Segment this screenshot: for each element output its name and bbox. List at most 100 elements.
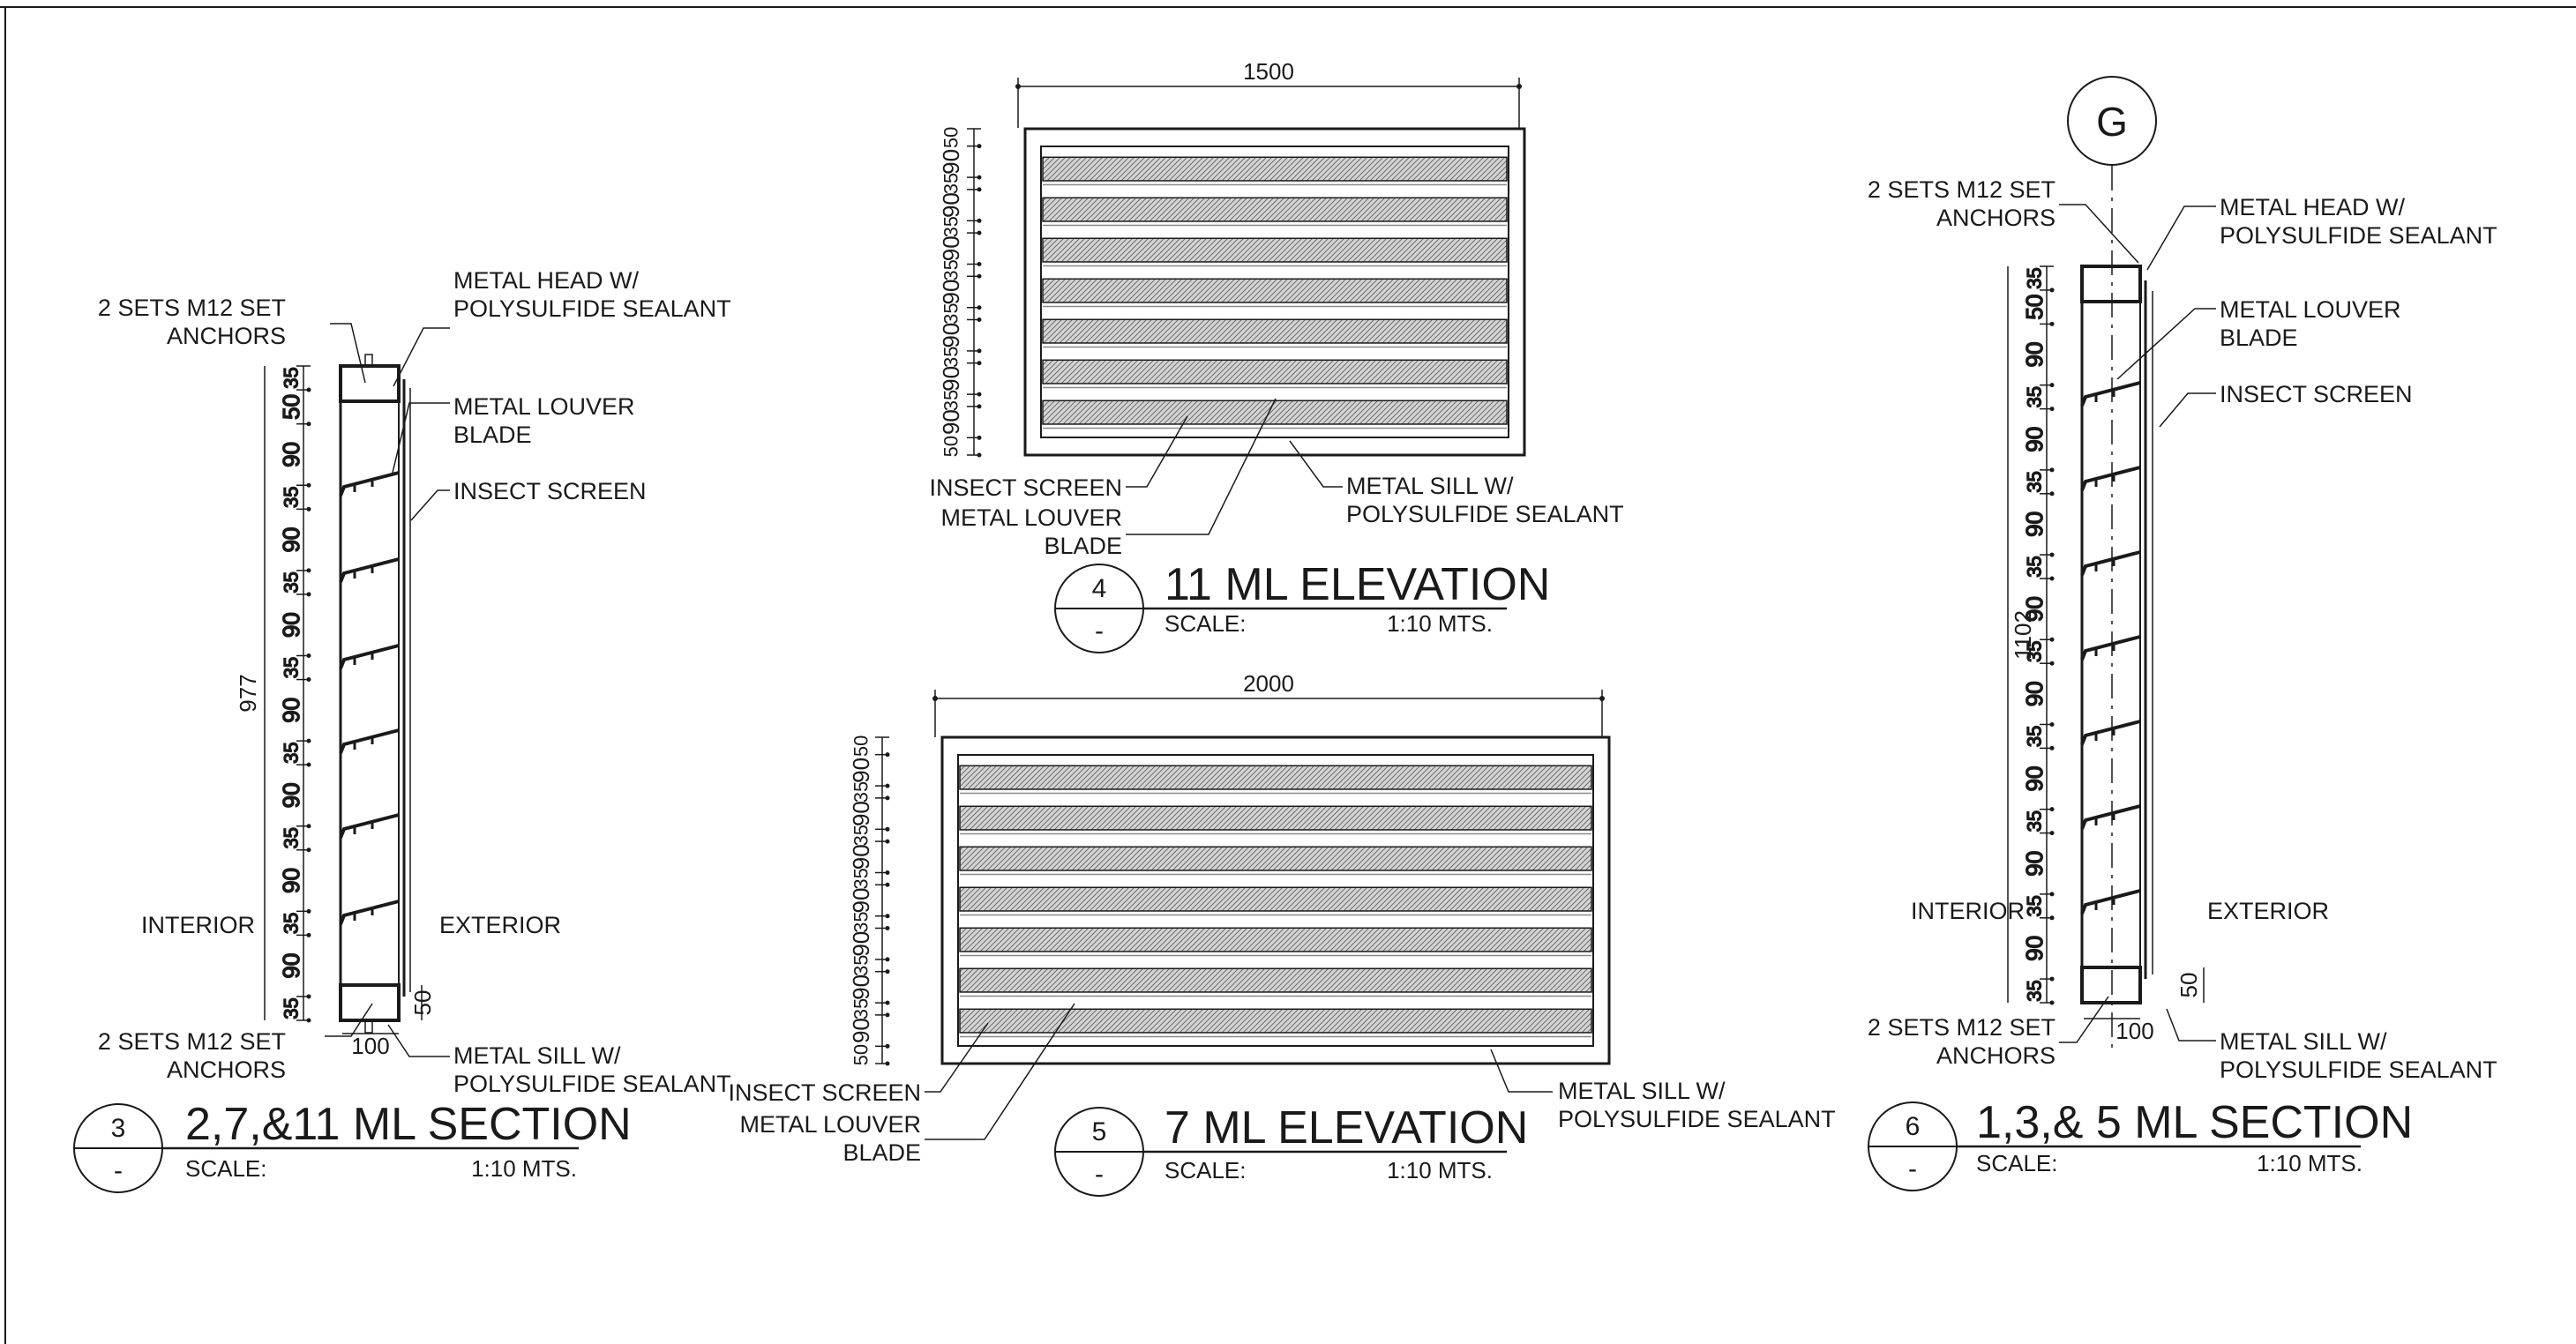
section-3-anchors-top-line2: ANCHORS — [167, 323, 286, 349]
elevation-4-number: 4 — [1092, 574, 1107, 603]
section-6-louver-line2: BLADE — [2220, 325, 2298, 351]
elevation-5-labels: INSECT SCREEN METAL LOUVER BLADE METAL S… — [728, 1078, 1835, 1166]
section-3-dim-5: 35 — [281, 571, 303, 593]
elevation-5-dim-14: 50 — [850, 1044, 872, 1065]
elevation-5-sill-line1: METAL SILL W/ — [1558, 1078, 1726, 1104]
section-3-labels: 2 SETS M12 SET ANCHORS METAL HEAD W/ POL… — [98, 267, 731, 1097]
section-6-dim-4: 90 — [2021, 427, 2048, 452]
elevation-4-width: 1500 — [1243, 58, 1294, 85]
grid-bubble-g — [2067, 76, 2157, 166]
elevation-4-dim-3: 90 — [938, 192, 964, 218]
section-3-dim-15: 35 — [281, 997, 303, 1019]
elevation-4-sill-line1: METAL SILL W/ — [1346, 473, 1514, 499]
elevation-4-dim-8: 35 — [940, 302, 962, 324]
section-3-sill-line1: METAL SILL W/ — [453, 1042, 621, 1069]
section-3-dim-12: 90 — [278, 868, 304, 893]
elevation-5-dim-3: 90 — [848, 801, 874, 826]
section-6-louver-line1: METAL LOUVER — [2220, 296, 2401, 323]
elevation-5-insect-screen: INSECT SCREEN — [728, 1079, 921, 1106]
section-6-dim-8: 90 — [2021, 596, 2048, 622]
elevation-5-scale-value: 1:10 MTS. — [1387, 1157, 1493, 1183]
elevation-5-scale-label: SCALE: — [1164, 1157, 1247, 1183]
section-3-dim-7: 35 — [281, 657, 303, 678]
section-3-insect-screen: INSECT SCREEN — [453, 478, 647, 504]
elevation-5-dim-2: 35 — [850, 781, 872, 803]
section-6-scale-label: SCALE: — [1976, 1150, 2058, 1176]
section-3-dim-6: 90 — [278, 612, 304, 638]
elevation-4-labels: INSECT SCREEN METAL LOUVER BLADE METAL S… — [929, 473, 1623, 559]
section-6-dim-0: 35 — [2024, 267, 2046, 288]
elevation-4-scale-value: 1:10 MTS. — [1387, 610, 1493, 637]
elevation-5-dim-6: 35 — [850, 868, 872, 889]
elevation-4-dim-10: 35 — [940, 347, 962, 368]
section-6-title: 1,3,& 5 ML SECTION — [1976, 1097, 2413, 1148]
section-6-metal-head-line1: METAL HEAD W/ — [2220, 194, 2406, 220]
elevation-4-title: 11 ML ELEVATION — [1164, 559, 1550, 610]
elevation-5-sheet: - — [1095, 1160, 1104, 1189]
sheet-border — [0, 6, 2576, 1344]
section-6-sill-dim: 50 — [2175, 973, 2202, 998]
section-6-anchors-top-line2: ANCHORS — [1936, 205, 2056, 231]
section-6-dim-9: 35 — [2024, 640, 2046, 661]
section-3-dim-10: 90 — [278, 782, 304, 808]
section-3-louver-line1: METAL LOUVER — [453, 393, 635, 420]
elevation-5-dim-12: 35 — [850, 998, 872, 1019]
elevation-4-louver-line1: METAL LOUVER — [940, 504, 1122, 531]
section-3-exterior: EXTERIOR — [439, 912, 561, 938]
section-3-overall-height: 977 — [235, 674, 261, 712]
section-3-sheet: - — [114, 1156, 123, 1185]
section-6-dim-5: 35 — [2024, 471, 2046, 492]
elevation-4-dim-12: 35 — [940, 390, 962, 411]
section-6-dim-13: 35 — [2024, 810, 2046, 832]
elevation-5-dim-1: 90 — [848, 758, 874, 783]
elevation-5-title: 7 ML ELEVATION — [1164, 1102, 1528, 1154]
section-6-metal-head-line2: POLYSULFIDE SEALANT — [2220, 222, 2497, 249]
section-3-bottom-dim: 100 — [351, 1033, 389, 1059]
elevation-4-scale-label: SCALE: — [1164, 610, 1247, 637]
section-6-anchors-bottom-line2: ANCHORS — [1936, 1042, 2056, 1069]
elevation-5-dim-10: 35 — [850, 955, 872, 976]
section-3-dim-8: 90 — [278, 698, 304, 723]
section-6-number: 6 — [1906, 1112, 1921, 1141]
elevation-4-insect-screen: INSECT SCREEN — [929, 474, 1122, 501]
section-6-dim-2: 90 — [2021, 342, 2048, 368]
elevation-4-dim-14: 50 — [940, 436, 962, 457]
section-3-dim-13: 35 — [281, 913, 303, 934]
elevation-4-dim-7: 90 — [938, 280, 964, 305]
elevation-4-dim-0: 50 — [940, 127, 962, 148]
section-6-dim-1: 50 — [2021, 295, 2048, 320]
elevation-5-dim-7: 90 — [848, 888, 874, 914]
elevation-5-dim-8: 35 — [850, 911, 872, 932]
section-3-dim-2: 90 — [278, 442, 304, 467]
section-3-scale-label: SCALE: — [185, 1155, 267, 1182]
section-3-dim-1: 50 — [278, 394, 304, 420]
elevation-5-title-block: 5 - 7 ML ELEVATION SCALE: 1:10 MTS. — [1054, 1102, 1528, 1197]
section-3-number: 3 — [111, 1114, 126, 1143]
section-3-dim-0: 35 — [281, 367, 303, 388]
section-3-anchors-bottom-line2: ANCHORS — [167, 1057, 286, 1083]
section-3-sill-dim: 50 — [409, 990, 436, 1016]
section-3-title-block: 3 - 2,7,&11 ML SECTION SCALE: 1:10 MTS. — [73, 1099, 632, 1193]
section-3-dim-14: 90 — [278, 953, 304, 979]
section-6-dim-14: 90 — [2021, 851, 2048, 877]
elevation-5-louver-line2: BLADE — [842, 1139, 921, 1166]
section-3-louver-line2: BLADE — [453, 422, 532, 448]
elevation-5-dim-5: 90 — [848, 844, 874, 870]
section-6-anchors-top-line1: 2 SETS M12 SET — [1868, 176, 2056, 203]
elevation-4-dim-6: 35 — [940, 259, 962, 280]
section-6-dim-15: 35 — [2024, 895, 2046, 916]
section-3-dim-4: 90 — [278, 527, 304, 553]
section-3-dim-9: 35 — [281, 742, 303, 763]
section-6-dim-12: 90 — [2021, 766, 2048, 792]
section-6-dim-7: 35 — [2024, 556, 2046, 577]
section-6-insect-screen: INSECT SCREEN — [2220, 381, 2413, 407]
elevation-5-width: 2000 — [1243, 670, 1294, 697]
elevation-5-dim-0: 50 — [850, 735, 872, 757]
section-3-sill-line2: POLYSULFIDE SEALANT — [453, 1071, 731, 1097]
grid-bubble-label: G — [2096, 99, 2128, 145]
section-6-anchors-bottom-line1: 2 SETS M12 SET — [1868, 1014, 2056, 1041]
elevation-5-number: 5 — [1092, 1117, 1107, 1146]
elevation-4-title-block: 4 - 11 ML ELEVATION SCALE: 1:10 MTS. — [1054, 559, 1550, 653]
